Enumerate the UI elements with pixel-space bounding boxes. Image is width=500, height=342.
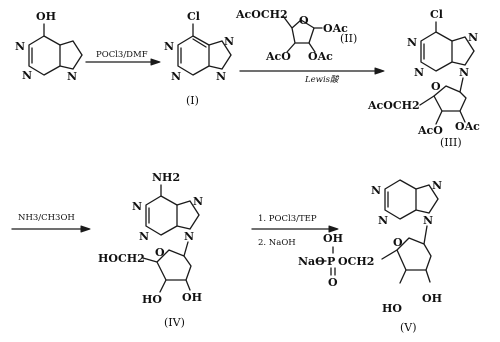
compound-iv-oh-label: OH <box>182 291 202 304</box>
step4-reagent-2-label: 2. NaOH <box>258 238 296 248</box>
compound-v-structure: N N N N O OH NaO P O OCH2 HO OH (V) <box>298 179 442 334</box>
compound-iv-structure: NH2 N N N N O HOCH2 HO OH (IV) <box>98 171 203 329</box>
compound-v-n3-label: N <box>378 214 388 227</box>
compound-iv-n7-label: N <box>193 195 203 208</box>
compound-iii-structure: Cl N N N N O AcOCH2 AcO OAc (III) <box>367 8 480 149</box>
compound-ii-o-label: O <box>299 14 309 27</box>
compound-v-oh-label: OH <box>422 292 442 305</box>
reaction-arrow-4: 1. POCl3/TEP 2. NaOH <box>251 214 339 248</box>
compound-v-n7-label: N <box>432 179 442 192</box>
compound-ii-ch2-label: AcOCH2 <box>235 8 288 21</box>
compound-v-p-oh-label: OH <box>323 232 343 245</box>
compound-ii-structure: AcOCH2 O OAc AcO OAc (II) <box>235 8 357 63</box>
step4-reagent-1-label: 1. POCl3/TEP <box>258 214 317 224</box>
compound-i-cl-label: Cl <box>187 10 200 23</box>
compound-v-p-o-label: O <box>328 276 338 289</box>
compound-i-n7-label: N <box>224 35 234 48</box>
reaction-arrow-3: NH3/CH3OH <box>11 213 91 233</box>
hypoxanthine-n9-label: N <box>67 70 77 83</box>
compound-v-n1-label: N <box>371 184 381 197</box>
compound-iv-label: (IV) <box>164 316 185 329</box>
compound-v-label: (V) <box>400 321 417 334</box>
compound-ii-label: (II) <box>340 32 357 45</box>
compound-iii-ch2-label: AcOCH2 <box>367 99 420 112</box>
compound-v-nao-label: NaO <box>298 255 325 268</box>
compound-iv-ring-o-label: O <box>155 246 165 259</box>
compound-i-n9-label: N <box>216 70 226 83</box>
compound-iii-oac-label: OAc <box>455 120 480 133</box>
hypoxanthine-structure: OH N N N <box>15 10 83 83</box>
compound-i-label: (I) <box>186 94 199 107</box>
compound-i-n3-label: N <box>171 70 181 83</box>
compound-iii-n3-label: N <box>414 66 424 79</box>
compound-iii-n9-label: N <box>459 66 469 79</box>
hypoxanthine-n1-label: N <box>15 40 25 53</box>
compound-i-structure: Cl N N N N (I) <box>164 10 234 107</box>
compound-v-n9-label: N <box>423 214 433 227</box>
compound-ii-oac1-label: OAc <box>323 22 348 35</box>
compound-iv-ho-label: HO <box>142 293 162 306</box>
hypoxanthine-n3-label: N <box>22 69 32 82</box>
reaction-arrow-2: Lewis酸 <box>239 67 385 85</box>
compound-v-ho-label: HO <box>382 302 402 315</box>
compound-ii-oac3-label: OAc <box>308 50 333 63</box>
compound-iv-n1-label: N <box>132 200 142 213</box>
compound-iii-ring-o-label: O <box>431 80 441 93</box>
compound-v-p-label: P <box>327 255 335 268</box>
hypoxanthine-oh-label: OH <box>36 10 56 23</box>
compound-iii-cl-label: Cl <box>430 8 443 21</box>
compound-iv-n3-label: N <box>139 230 149 243</box>
step3-reagent-label: NH3/CH3OH <box>18 213 75 223</box>
compound-iv-ch2-label: HOCH2 <box>98 252 145 265</box>
compound-ii-aco-label: AcO <box>265 50 291 63</box>
compound-v-och2-label: OCH2 <box>338 255 374 268</box>
step2-catalyst-label: Lewis酸 <box>304 74 340 85</box>
compound-iii-n1-label: N <box>407 36 417 49</box>
compound-iii-label: (III) <box>440 136 462 149</box>
reaction-arrow-1: POCl3/DMF <box>85 50 161 66</box>
step1-reagent-label: POCl3/DMF <box>96 50 148 60</box>
compound-iii-aco-label: AcO <box>417 124 443 137</box>
compound-iv-n9-label: N <box>184 230 194 243</box>
compound-iii-n7-label: N <box>468 31 478 44</box>
compound-iv-nh2-label: NH2 <box>152 171 180 184</box>
compound-v-ring-o-label: O <box>393 236 403 249</box>
compound-i-n1-label: N <box>164 40 174 53</box>
